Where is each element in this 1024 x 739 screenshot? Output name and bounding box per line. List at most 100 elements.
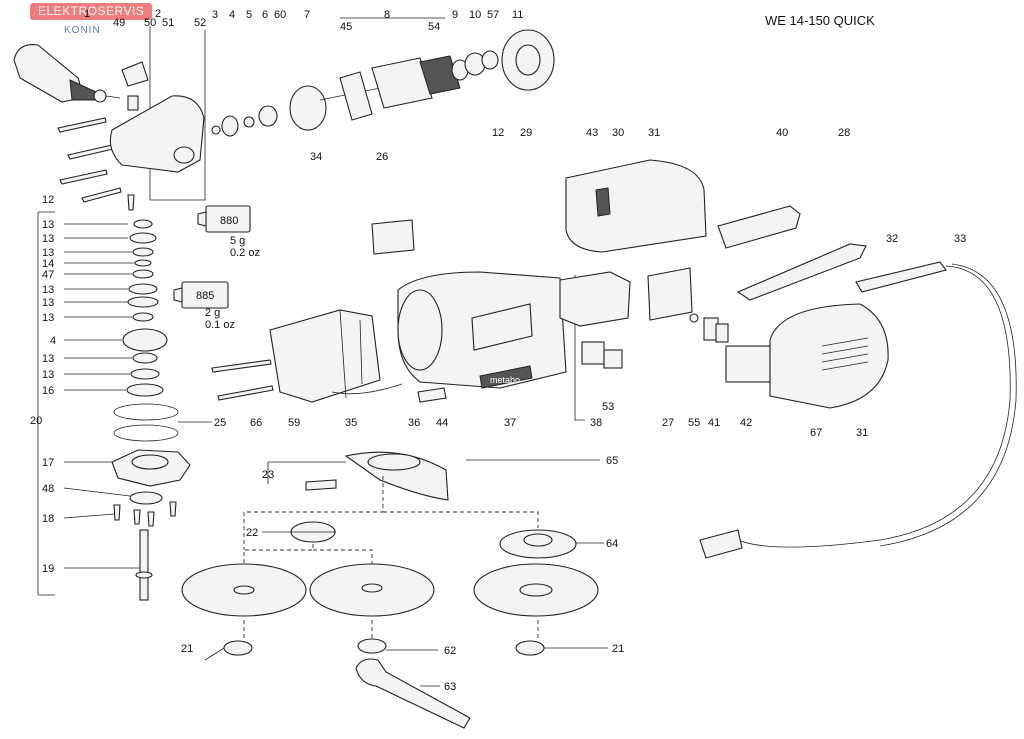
label-40: 40 <box>776 127 788 139</box>
label-63: 63 <box>444 681 456 693</box>
o-rings <box>113 403 179 442</box>
label-44: 44 <box>436 417 448 429</box>
label-5: 5 <box>246 9 252 21</box>
label-34: 34 <box>310 151 322 163</box>
label-4-left: 4 <box>50 335 56 347</box>
label-31-bottom: 31 <box>856 427 868 439</box>
label-42: 42 <box>740 417 752 429</box>
diagram-title: WE 14-150 QUICK <box>765 13 875 28</box>
label-43: 43 <box>586 127 598 139</box>
label-13-e: 13 <box>42 297 54 309</box>
label-52: 52 <box>194 17 206 29</box>
label-54: 54 <box>428 21 440 33</box>
label-64: 64 <box>606 538 618 550</box>
label-22: 22 <box>246 527 258 539</box>
label-28: 28 <box>838 127 850 139</box>
label-66: 66 <box>250 417 262 429</box>
rear-cap <box>769 303 889 409</box>
label-8: 8 <box>384 9 390 21</box>
label-30: 30 <box>612 127 624 139</box>
grouping-lines <box>243 476 539 640</box>
label-32: 32 <box>886 233 898 245</box>
label-13-f: 13 <box>42 312 54 324</box>
tube-880-number: 880 <box>220 215 238 227</box>
tube-885-amount: 2 g <box>205 307 220 319</box>
label-13-h: 13 <box>42 369 54 381</box>
watermark-city: KONIN <box>64 25 101 36</box>
watermark-logo: ELEKTROSERVIS <box>30 3 153 20</box>
label-13-a: 13 <box>42 219 54 231</box>
switch-lever <box>736 243 867 301</box>
label-62: 62 <box>444 645 456 657</box>
gear-stack <box>122 219 168 397</box>
label-9: 9 <box>452 9 458 21</box>
label-3: 3 <box>212 9 218 21</box>
label-53: 53 <box>602 401 614 413</box>
tube-885-amount-oz: 0.1 oz <box>205 319 235 331</box>
label-31-top: 31 <box>648 127 660 139</box>
label-12-top: 12 <box>492 127 504 139</box>
label-17: 17 <box>42 457 54 469</box>
bearing-parts-top <box>211 85 327 137</box>
motor-housing: metabo <box>397 271 567 389</box>
label-12-left: 12 <box>42 194 54 206</box>
label-13-c: 13 <box>42 247 54 259</box>
label-23: 23 <box>262 469 274 481</box>
label-33: 33 <box>954 233 966 245</box>
flanges <box>290 521 577 559</box>
label-21-left: 21 <box>181 643 193 655</box>
wires <box>331 383 447 403</box>
label-13-b: 13 <box>42 233 54 245</box>
spindle-assembly <box>111 449 191 601</box>
watermark-brand: ELEKTROSERVIS <box>38 4 145 18</box>
label-50: 50 <box>144 17 156 29</box>
label-35: 35 <box>345 417 357 429</box>
label-49: 49 <box>113 17 125 29</box>
label-51: 51 <box>162 17 174 29</box>
label-67: 67 <box>810 427 822 439</box>
part-labels: 1 2 3 4 5 6 60 7 8 9 10 57 11 49 50 51 5… <box>30 8 966 693</box>
stator <box>211 309 381 403</box>
tube-885-number: 885 <box>196 290 214 302</box>
cover-plate <box>647 267 693 321</box>
label-10: 10 <box>469 9 481 21</box>
label-48: 48 <box>42 483 54 495</box>
label-1: 1 <box>84 8 90 20</box>
rear-housing-top <box>565 159 707 253</box>
label-2: 2 <box>155 8 161 20</box>
label-38: 38 <box>590 417 602 429</box>
gear-cover <box>109 95 205 173</box>
label-55: 55 <box>688 417 700 429</box>
grinding-discs <box>181 563 599 617</box>
sticker <box>371 219 415 255</box>
switch <box>717 205 801 249</box>
label-59: 59 <box>288 417 300 429</box>
label-65: 65 <box>606 455 618 467</box>
label-13-g: 13 <box>42 353 54 365</box>
label-18: 18 <box>42 513 54 525</box>
label-47: 47 <box>42 269 54 281</box>
label-20: 20 <box>30 415 42 427</box>
tube-880-amount: 5 g <box>230 235 245 247</box>
label-25: 25 <box>214 417 226 429</box>
grease-tube-885: 885 2 g 0.1 oz <box>173 281 235 331</box>
label-60: 60 <box>274 9 286 21</box>
housing-brand: metabo <box>490 375 520 385</box>
label-57: 57 <box>487 9 499 21</box>
label-4: 4 <box>229 9 235 21</box>
power-cable <box>699 261 1017 559</box>
label-27: 27 <box>662 417 674 429</box>
label-11: 11 <box>512 9 523 21</box>
label-26: 26 <box>376 151 388 163</box>
screw-set-left <box>57 61 149 211</box>
clamping-nuts <box>223 638 545 656</box>
label-19: 19 <box>42 563 54 575</box>
armature <box>319 50 499 121</box>
label-41: 41 <box>708 417 720 429</box>
label-6: 6 <box>262 9 268 21</box>
label-14: 14 <box>42 258 54 270</box>
pin-wrench <box>355 658 471 729</box>
leader-lines <box>63 223 608 687</box>
label-13-d: 13 <box>42 284 54 296</box>
